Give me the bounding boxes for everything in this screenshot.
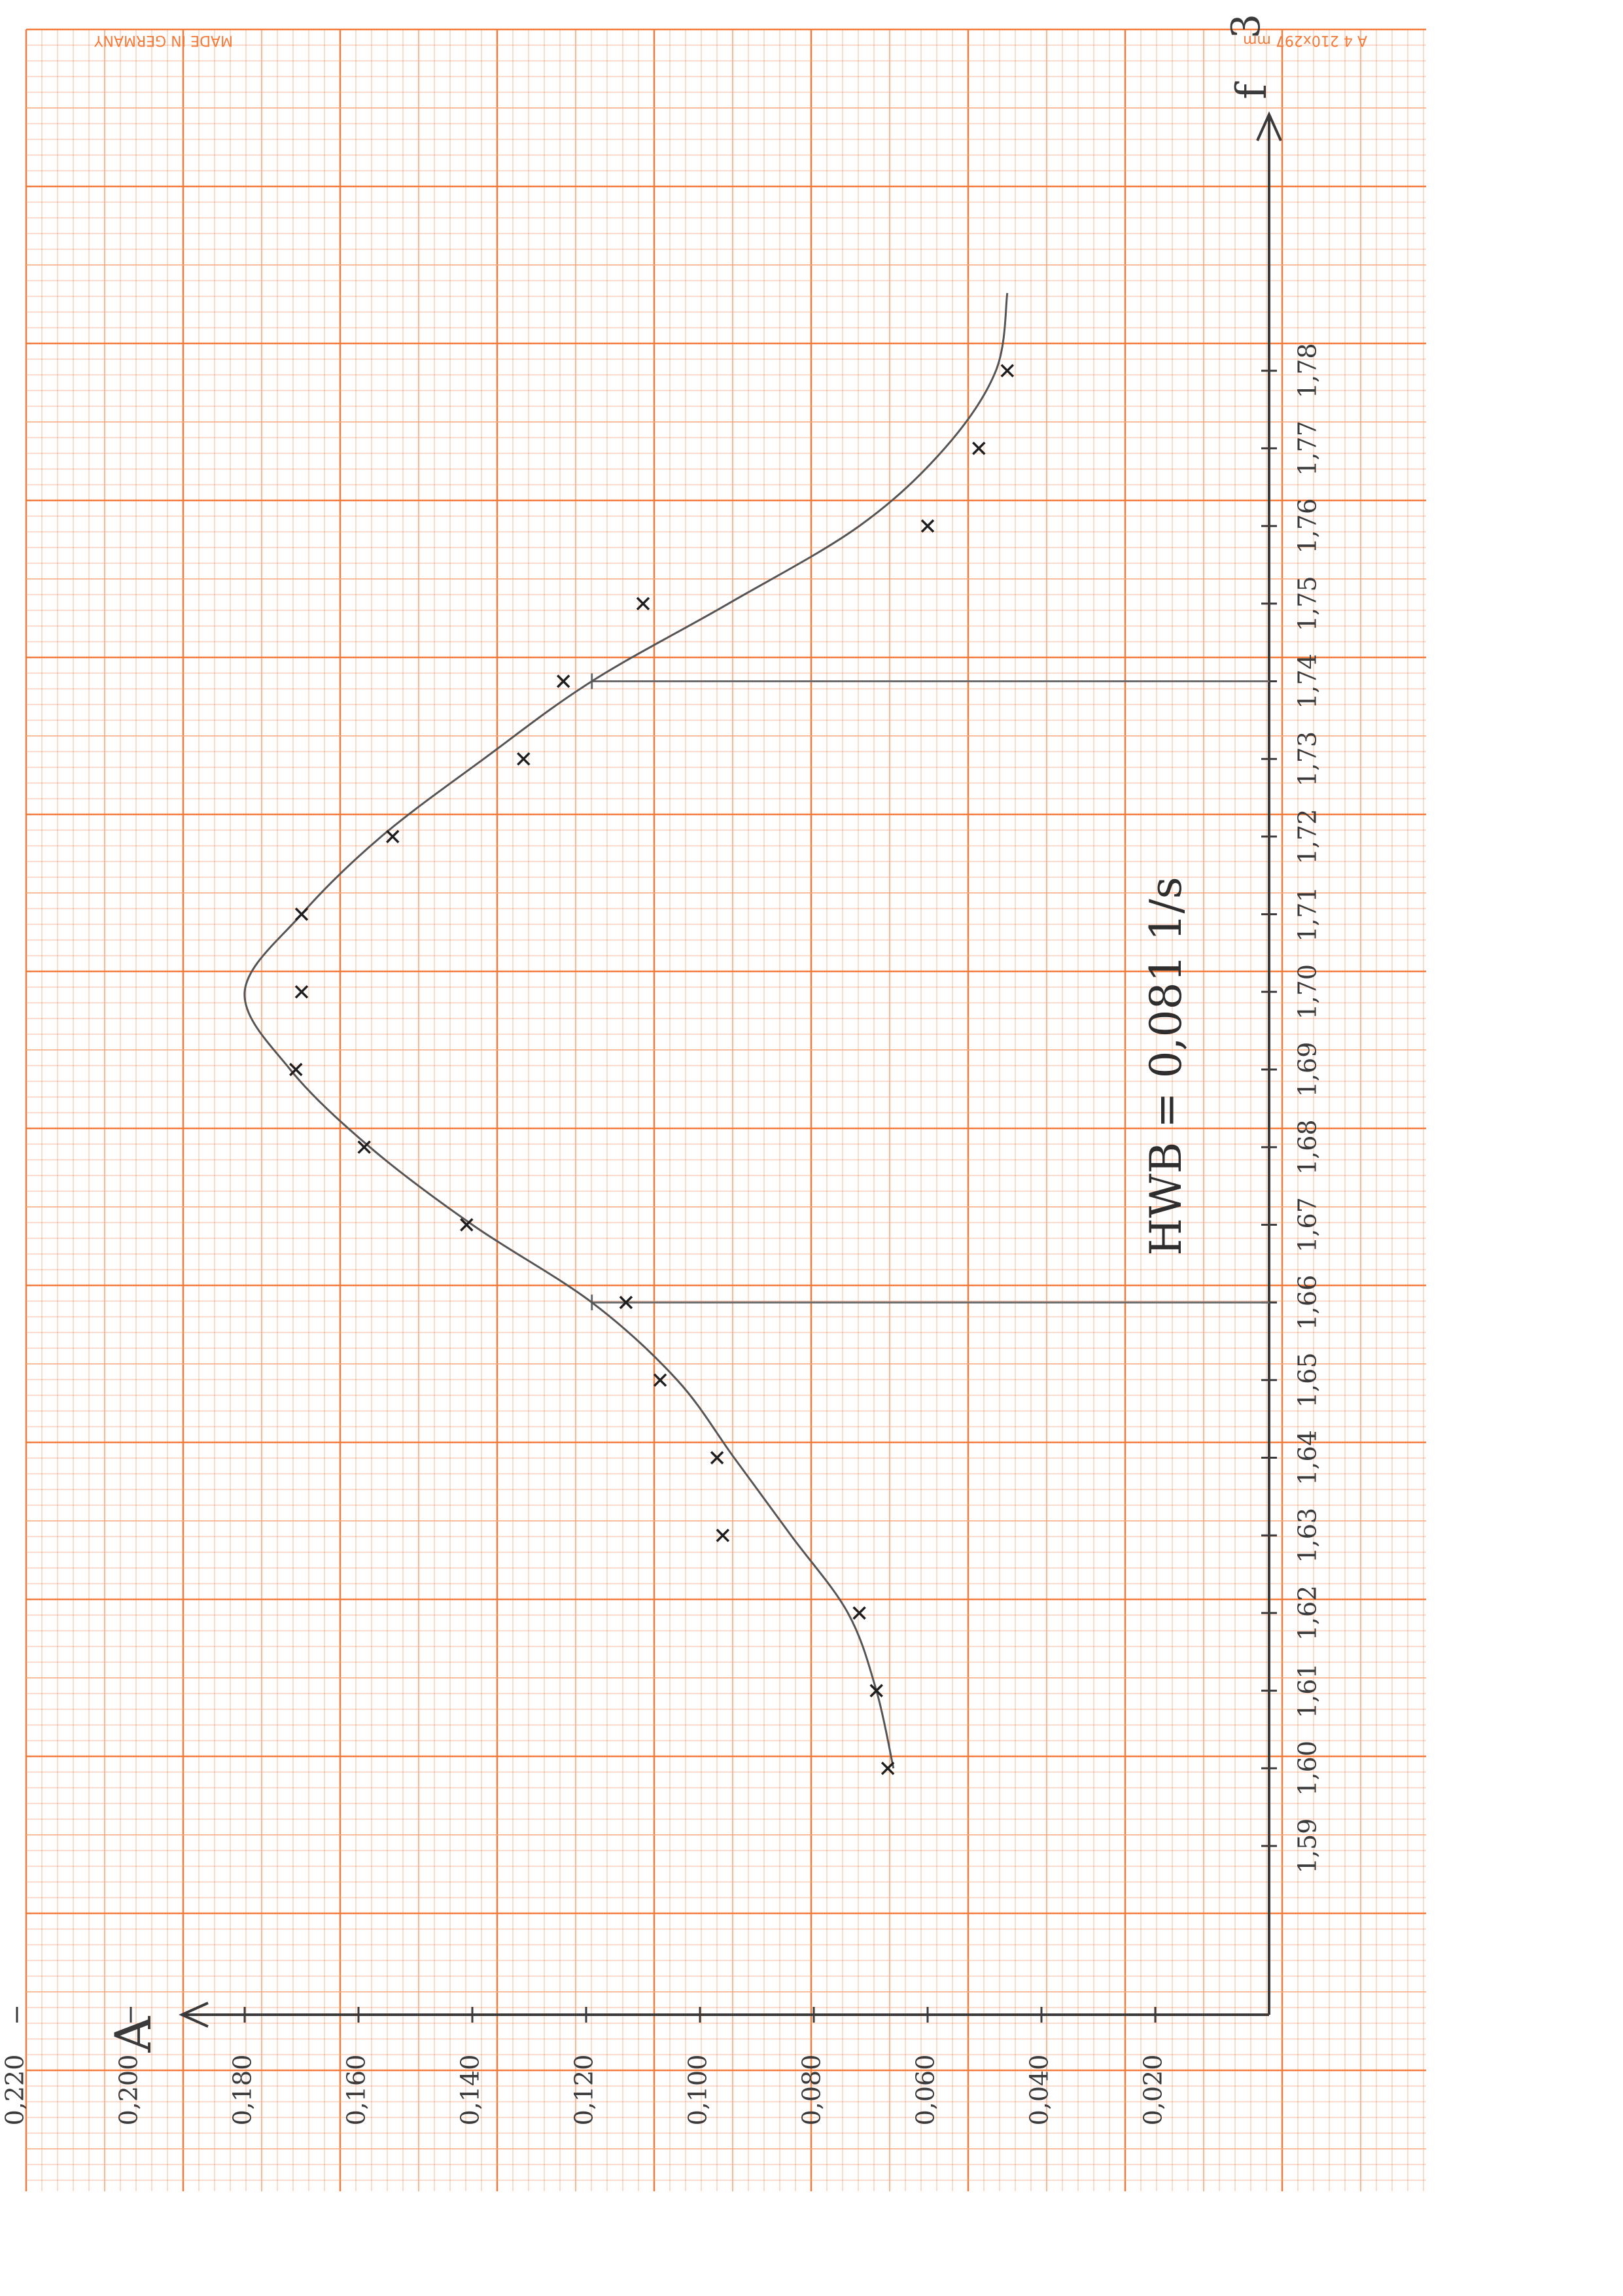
frequency-axis-arrow	[1256, 111, 1282, 141]
frequency-tick-label: 1,74	[1293, 653, 1322, 709]
measurement-point	[556, 674, 570, 688]
amplitude-tick-label: 0,200	[114, 2055, 143, 2126]
frequency-tick-label: 1,67	[1293, 1197, 1322, 1253]
amplitude-tick-label: 0,160	[342, 2055, 371, 2126]
frequency-tick-label: 1,66	[1293, 1275, 1322, 1331]
measurement-point	[869, 1684, 883, 1697]
amplitude-tick-label: 0,220	[1, 2055, 29, 2126]
frequency-tick-label: 1,63	[1293, 1508, 1322, 1563]
frequency-tick-label: 1,59	[1293, 1818, 1322, 1874]
amplitude-tick-label: 0,040	[1025, 2055, 1054, 2126]
hwb-annotation: HWB = 0,081 1/s	[1141, 877, 1191, 1255]
frequency-tick-label: 1,73	[1293, 731, 1322, 787]
measurement-point	[636, 597, 650, 611]
axes: f A 1,59 1,60 1,61 1,62 1,63 1,64 1,65 1,66 1,67…	[1, 81, 1322, 2126]
measurement-points	[289, 364, 1015, 1775]
measurement-point	[972, 442, 986, 455]
frequency-tick-label: 1,64	[1293, 1430, 1322, 1486]
amplitude-tick-label: 0,140	[456, 2055, 485, 2126]
amplitude-tick-label: 0,080	[797, 2055, 826, 2126]
measurement-point	[653, 1373, 667, 1387]
measurement-point	[619, 1295, 633, 1310]
format-text: A 4 210x297 mm	[1243, 32, 1367, 48]
measurement-point	[716, 1528, 730, 1542]
corner-mark: 3	[1223, 14, 1269, 39]
amplitude-tick-label: 0,060	[911, 2055, 940, 2126]
frequency-tick-label: 1,60	[1293, 1741, 1322, 1796]
frequency-tick-label: 1,62	[1293, 1586, 1322, 1641]
frequency-tick-label: 1,71	[1293, 886, 1322, 942]
measurement-point	[1000, 364, 1015, 377]
frequency-axis-label: f	[1228, 81, 1276, 99]
frequency-tick-label: 1,78	[1293, 343, 1322, 398]
frequency-tick-label: 1,61	[1293, 1663, 1322, 1718]
measurement-point	[460, 1218, 474, 1232]
frequency-tick-label: 1,72	[1293, 809, 1322, 865]
frequency-tick-label: 1,69	[1293, 1042, 1322, 1098]
frequency-ticks: 1,59 1,60 1,61 1,62 1,63 1,64 1,65 1,66 1,67 1,68…	[1261, 343, 1322, 1873]
measurement-point	[385, 829, 400, 844]
frequency-tick-label: 1,68	[1293, 1119, 1322, 1175]
frequency-tick-label: 1,75	[1293, 576, 1322, 631]
measurement-point	[294, 985, 309, 999]
amplitude-tick-label: 0,100	[684, 2055, 712, 2126]
frequency-tick-label: 1,70	[1293, 964, 1322, 1020]
amplitude-tick-label: 0,180	[228, 2055, 257, 2126]
frequency-tick-label: 1,77	[1293, 421, 1322, 476]
graph-paper-grid	[25, 28, 1426, 2191]
amplitude-tick-label: 0,120	[570, 2055, 599, 2126]
amplitude-axis-arrow	[179, 2002, 209, 2028]
measurement-point	[517, 752, 531, 766]
measurement-point	[289, 1062, 303, 1077]
measurement-point	[881, 1762, 895, 1775]
measurement-point	[294, 907, 309, 921]
measurement-point	[920, 519, 935, 533]
fit-curve	[243, 292, 1009, 1769]
frequency-tick-label: 1,76	[1293, 498, 1322, 554]
frequency-tick-label: 1,65	[1293, 1352, 1322, 1408]
amplitude-axis-label: A	[104, 2015, 162, 2053]
amplitude-tick-label: 0,020	[1139, 2055, 1168, 2126]
amplitude-ticks: 0,2400,2200,2000,1800,1600,1400,1200,100…	[1, 2007, 1168, 2126]
measurement-point	[852, 1606, 866, 1620]
maker-text: MADE IN GERMANY	[94, 32, 233, 48]
measurement-point	[710, 1451, 724, 1465]
measurement-point	[357, 1140, 371, 1154]
